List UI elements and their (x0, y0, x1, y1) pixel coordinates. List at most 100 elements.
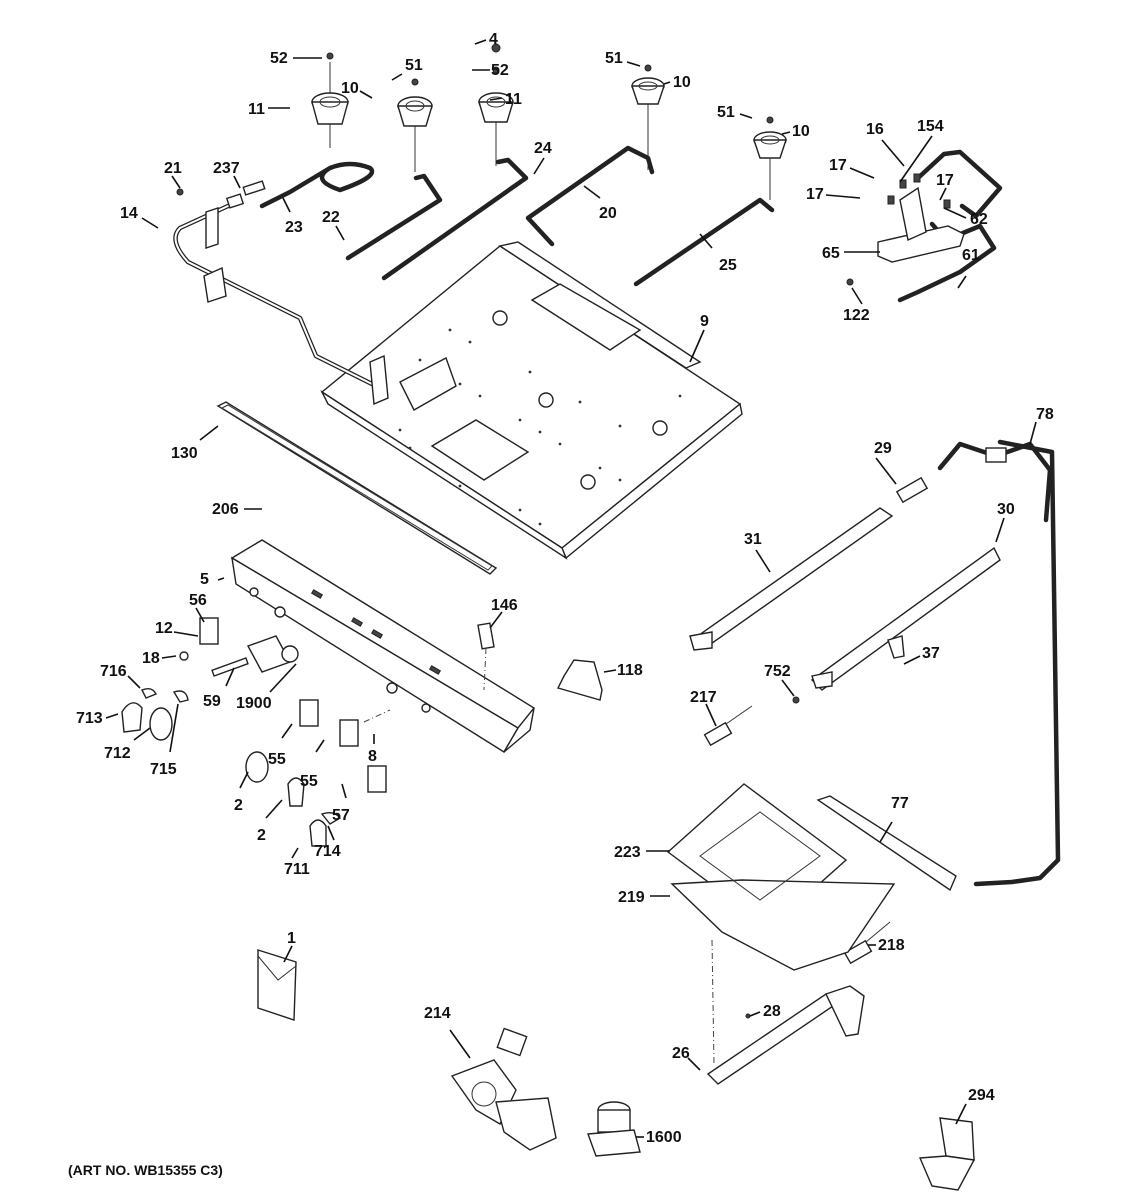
svg-text:214: 214 (424, 1005, 451, 1022)
callout-237: 237 (213, 160, 241, 189)
svg-text:31: 31 (744, 531, 762, 548)
callout-31: 31 (744, 531, 771, 573)
callout-8: 8 (368, 734, 377, 765)
svg-text:130: 130 (171, 445, 198, 462)
manifold-pipe-part (173, 203, 457, 411)
callout-1: 1 (283, 930, 296, 963)
callout-715: 715 (150, 703, 179, 778)
callout-2: 2 (257, 799, 283, 844)
callout-77: 77 (879, 795, 909, 843)
svg-text:17: 17 (806, 186, 824, 203)
callout-59: 59 (203, 667, 235, 710)
svg-text:10: 10 (792, 123, 810, 140)
svg-text:55: 55 (268, 751, 286, 768)
bracket-294-part (918, 1117, 976, 1191)
svg-text:206: 206 (212, 501, 239, 518)
svg-text:20: 20 (599, 205, 617, 222)
svg-text:12: 12 (155, 620, 173, 637)
svg-text:23: 23 (285, 219, 303, 236)
svg-text:154: 154 (917, 118, 944, 135)
svg-text:25: 25 (719, 257, 737, 274)
callout-146: 146 (489, 597, 518, 629)
svg-text:17: 17 (936, 172, 954, 189)
callout-55: 55 (268, 723, 293, 768)
callout-17: 17 (829, 157, 875, 179)
callout-14: 14 (120, 205, 159, 229)
callout-17: 17 (936, 172, 954, 201)
callout-65: 65 (822, 245, 880, 262)
callout-11: 11 (248, 101, 290, 118)
oven-manifold-part (846, 173, 965, 286)
literature-envelope-part (257, 949, 297, 1021)
svg-text:752: 752 (764, 663, 791, 680)
callouts: 52 11 10 51 4 52 11 51 10 51 10 16 154 1… (76, 31, 1054, 1146)
callout-214: 214 (424, 1005, 471, 1059)
svg-text:51: 51 (605, 50, 623, 67)
callout-217: 217 (690, 689, 717, 727)
art-number: (ART NO. WB15355 C3) (68, 1162, 223, 1178)
svg-text:1: 1 (287, 930, 296, 947)
gasket-part (216, 401, 498, 575)
svg-text:24: 24 (534, 140, 552, 157)
svg-text:14: 14 (120, 205, 138, 222)
callout-20: 20 (583, 185, 617, 222)
svg-text:57: 57 (332, 807, 350, 824)
callout-25: 25 (699, 233, 737, 274)
controls-part (121, 617, 495, 847)
svg-text:51: 51 (405, 57, 423, 74)
baffles-part (666, 783, 957, 971)
svg-text:9: 9 (700, 313, 709, 330)
svg-text:10: 10 (341, 80, 359, 97)
svg-text:118: 118 (617, 662, 643, 679)
burner-box-part (320, 241, 743, 560)
svg-text:219: 219 (618, 889, 645, 906)
callout-2: 2 (234, 771, 249, 814)
svg-text:1900: 1900 (236, 695, 272, 712)
callout-55: 55 (300, 739, 325, 790)
bracket-118-part (556, 659, 603, 701)
svg-text:1600: 1600 (646, 1129, 682, 1146)
svg-text:28: 28 (763, 1003, 781, 1020)
svg-text:52: 52 (491, 62, 509, 79)
callout-62: 62 (943, 207, 988, 228)
svg-text:22: 22 (322, 209, 340, 226)
callout-51: 51 (391, 57, 423, 81)
svg-text:11: 11 (505, 91, 522, 108)
svg-text:8: 8 (368, 748, 377, 765)
svg-text:30: 30 (997, 501, 1015, 518)
callout-118: 118 (603, 662, 643, 679)
svg-text:716: 716 (100, 663, 127, 680)
burner-heads-part (311, 43, 787, 200)
callout-16: 16 (866, 121, 905, 167)
svg-text:55: 55 (300, 773, 318, 790)
callout-30: 30 (995, 501, 1015, 543)
svg-text:10: 10 (673, 74, 691, 91)
callout-18: 18 (142, 650, 177, 667)
callout-713: 713 (76, 710, 119, 727)
callout-219: 219 (618, 889, 670, 906)
callout-23: 23 (282, 197, 303, 236)
callout-154: 154 (899, 118, 944, 183)
svg-text:78: 78 (1036, 406, 1054, 423)
svg-text:294: 294 (968, 1087, 995, 1104)
svg-text:122: 122 (843, 307, 870, 324)
callout-57: 57 (332, 783, 350, 824)
callout-714: 714 (314, 825, 341, 860)
valves-part (450, 1027, 641, 1157)
callout-10: 10 (781, 123, 810, 140)
callout-752: 752 (764, 663, 795, 697)
callout-711: 711 (284, 847, 310, 878)
manifold-panel-part (230, 539, 536, 753)
svg-text:77: 77 (891, 795, 909, 812)
svg-text:18: 18 (142, 650, 160, 667)
callout-17: 17 (806, 186, 861, 203)
callout-9: 9 (689, 313, 709, 363)
callout-218: 218 (868, 937, 905, 954)
svg-text:29: 29 (874, 440, 892, 457)
callout-24: 24 (533, 140, 552, 175)
svg-text:21: 21 (164, 160, 182, 177)
svg-text:218: 218 (878, 937, 905, 954)
svg-text:713: 713 (76, 710, 103, 727)
svg-text:62: 62 (970, 211, 988, 228)
callout-1600: 1600 (636, 1129, 682, 1146)
